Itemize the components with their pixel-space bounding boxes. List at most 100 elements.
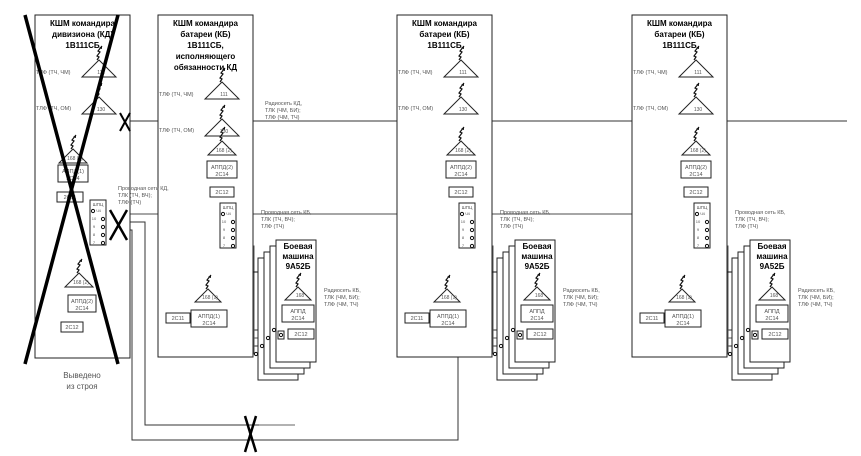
port-number: 7 [462, 243, 465, 248]
box-2s11 [165, 312, 191, 324]
station-frame [396, 14, 493, 358]
combat-vehicle-frame [514, 239, 556, 363]
radio-168-icon-label: 168 [770, 293, 779, 299]
radio-kb-label: Радиосеть КБ, [324, 288, 361, 294]
radio-kb-label: ТЛФ (ЧМ, ТЧ) [563, 302, 598, 308]
port-number: 8 [697, 235, 700, 240]
radio-168-1-icon [432, 288, 462, 303]
wire-kb-label: ТЛК (ТЧ, ВЧ); [735, 217, 769, 223]
port-number: 9 [93, 224, 96, 229]
port-connector-icon [220, 211, 226, 217]
box-2s12 [448, 186, 474, 198]
antenna-arrow-icon [461, 46, 464, 49]
box-2s12 [526, 328, 554, 340]
switch-label: ШПЦ [93, 202, 104, 207]
port-connector-icon [230, 235, 236, 241]
apd-box-label: АППД(2) [685, 165, 707, 171]
combat-vehicle-frame [275, 239, 317, 363]
port-number: 9 [462, 227, 465, 232]
radio-kb-label: ТЛК (ЧМ, БИ); [563, 295, 599, 301]
radio-168-icon-label: 168 [296, 293, 305, 299]
combat-vehicle-title: машина [756, 252, 788, 261]
port-connector-icon [704, 219, 710, 225]
apd-box-label: 2С14 [765, 316, 778, 322]
radio-111-icon-antenna-icon [693, 45, 700, 61]
radio-168-2-icon [680, 140, 712, 156]
port-label: Ч4 [226, 211, 232, 216]
station-title: батареи (КБ) [180, 30, 231, 39]
apd-box [206, 160, 238, 179]
box-2s11-label: 2С11 [172, 316, 185, 322]
station-title: КШМ командира [647, 19, 712, 28]
antenna-arrow-icon [298, 273, 301, 276]
port-connector-icon [230, 219, 236, 225]
box-2s11 [404, 312, 430, 324]
box-2s12-label: 2С12 [454, 190, 467, 196]
box-2s12-label: 2С12 [294, 332, 307, 338]
radio-168-2-icon-antenna-icon [458, 126, 465, 142]
wire-kd-label: ТЛФ (ТЧ) [118, 200, 141, 206]
station-title: дивизиона (КД) [52, 30, 113, 39]
radio-kb-label: ТЛФ (ЧМ, ТЧ) [324, 302, 359, 308]
antenna-arrow-icon [461, 83, 464, 86]
antenna-arrow-icon [222, 127, 225, 130]
radio-168-icon-antenna-icon [295, 272, 302, 288]
radio-111-icon-label: 111 [220, 92, 228, 98]
port-number: 10 [696, 219, 701, 224]
status-label: Выведено [63, 371, 101, 380]
radio-kb-label: Радиосеть КБ, [798, 288, 835, 294]
switch-label: ШПЦ [462, 205, 473, 210]
combat-vehicle-title: 9А52Б [286, 262, 311, 271]
vehicle-connector-icon [727, 351, 733, 357]
tlf-chm-label: ТЛФ (ТЧ, ЧМ) [159, 92, 194, 98]
radio-130-icon-antenna-icon [219, 104, 226, 120]
antenna-arrow-icon [79, 259, 82, 262]
radio-kd-label: ТЛФ (ЧМ, ТЧ) [265, 115, 300, 121]
station-title: батареи (КБ) [654, 30, 705, 39]
status-label: из строя [66, 382, 97, 391]
apd-box-label: 2С14 [215, 172, 228, 178]
wire-kb-label: ТЛФ (ТЧ) [735, 224, 758, 230]
port-connector-icon [704, 235, 710, 241]
box-2s11 [639, 312, 665, 324]
radio-kd-label: Радиосеть КД, [265, 101, 302, 107]
antenna-arrow-icon [772, 273, 775, 276]
apd-box-label: 2С14 [689, 172, 702, 178]
station-title: исполняющего [176, 52, 236, 61]
port-connector-icon [230, 243, 236, 249]
failure-cross-small-icon [243, 415, 258, 453]
radio-168-1-icon [667, 288, 697, 303]
combat-vehicle-title: 9А52Б [760, 262, 785, 271]
vehicle-connector-icon [271, 327, 277, 333]
port-connector-icon [90, 208, 96, 214]
vehicle-connector-icon [259, 343, 265, 349]
radio-kb-label: ТЛК (ЧМ, БИ); [798, 295, 834, 301]
wire-kd-label: ТЛК (ТЧ, ВЧ); [118, 193, 152, 199]
antenna-arrow-icon [696, 83, 699, 86]
radio-kb-label: Радиосеть КБ, [563, 288, 600, 294]
radio-168-icon [522, 286, 552, 301]
radio-111-icon [80, 59, 118, 78]
apd-box-label: АППД [290, 309, 306, 315]
port-connector-icon [100, 224, 106, 230]
radio-168-2-icon-antenna-icon [70, 134, 77, 150]
radio-111-icon-antenna-icon [96, 45, 103, 61]
station-title: 1В111СБ, [187, 41, 223, 50]
radio-168-2-lower-icon-antenna-icon [76, 258, 83, 274]
radio-kb-label: ТЛФ (ЧМ, ТЧ) [798, 302, 833, 308]
box-2s12-label: 2С12 [65, 325, 78, 331]
antenna-arrow-icon [682, 275, 685, 278]
radio-130-icon [80, 96, 118, 115]
radio-kd-label: ТЛК (ЧМ, БИ); [265, 108, 301, 114]
antenna-arrow-icon [447, 275, 450, 278]
apd-box [755, 304, 789, 323]
port-connector-icon [469, 227, 475, 233]
box-2s12-label: 2С12 [215, 190, 228, 196]
box-2s12-label: 2С12 [533, 332, 546, 338]
apd-box-label: 2С14 [75, 306, 88, 312]
radio-168-2-lower-icon [63, 272, 95, 288]
vehicle-connector-icon [492, 351, 498, 357]
combat-vehicle-title: машина [282, 252, 314, 261]
apd-box-label: 2С14 [454, 172, 467, 178]
